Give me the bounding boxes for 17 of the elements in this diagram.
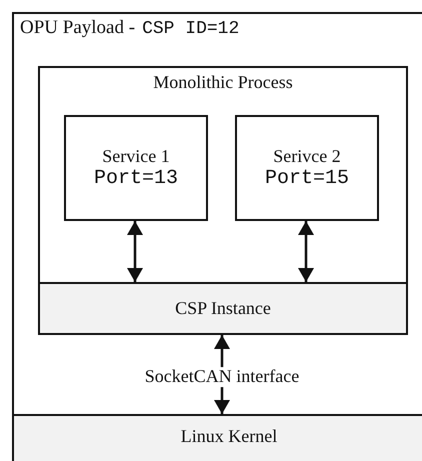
edge-label: SocketCAN interface [142, 367, 302, 387]
service-name: Serivce 2 [273, 146, 341, 167]
process-box [38, 66, 408, 335]
process-title: Monolithic Process [153, 72, 293, 93]
port-label: Port=13 [94, 166, 178, 190]
double-arrow [127, 221, 143, 282]
instance-label: CSP Instance [175, 298, 271, 319]
port-label: Port=15 [264, 166, 349, 190]
header-id: CSP ID=12 [142, 19, 240, 40]
kernel-label: Linux Kernel [180, 426, 278, 447]
container-box [12, 12, 422, 461]
header-title: OPU Payload - [20, 17, 136, 39]
service-name: Service 1 [102, 146, 170, 167]
layer-band [38, 282, 408, 335]
process-box [235, 115, 379, 221]
double-arrow [298, 221, 314, 282]
process-box [64, 115, 208, 221]
